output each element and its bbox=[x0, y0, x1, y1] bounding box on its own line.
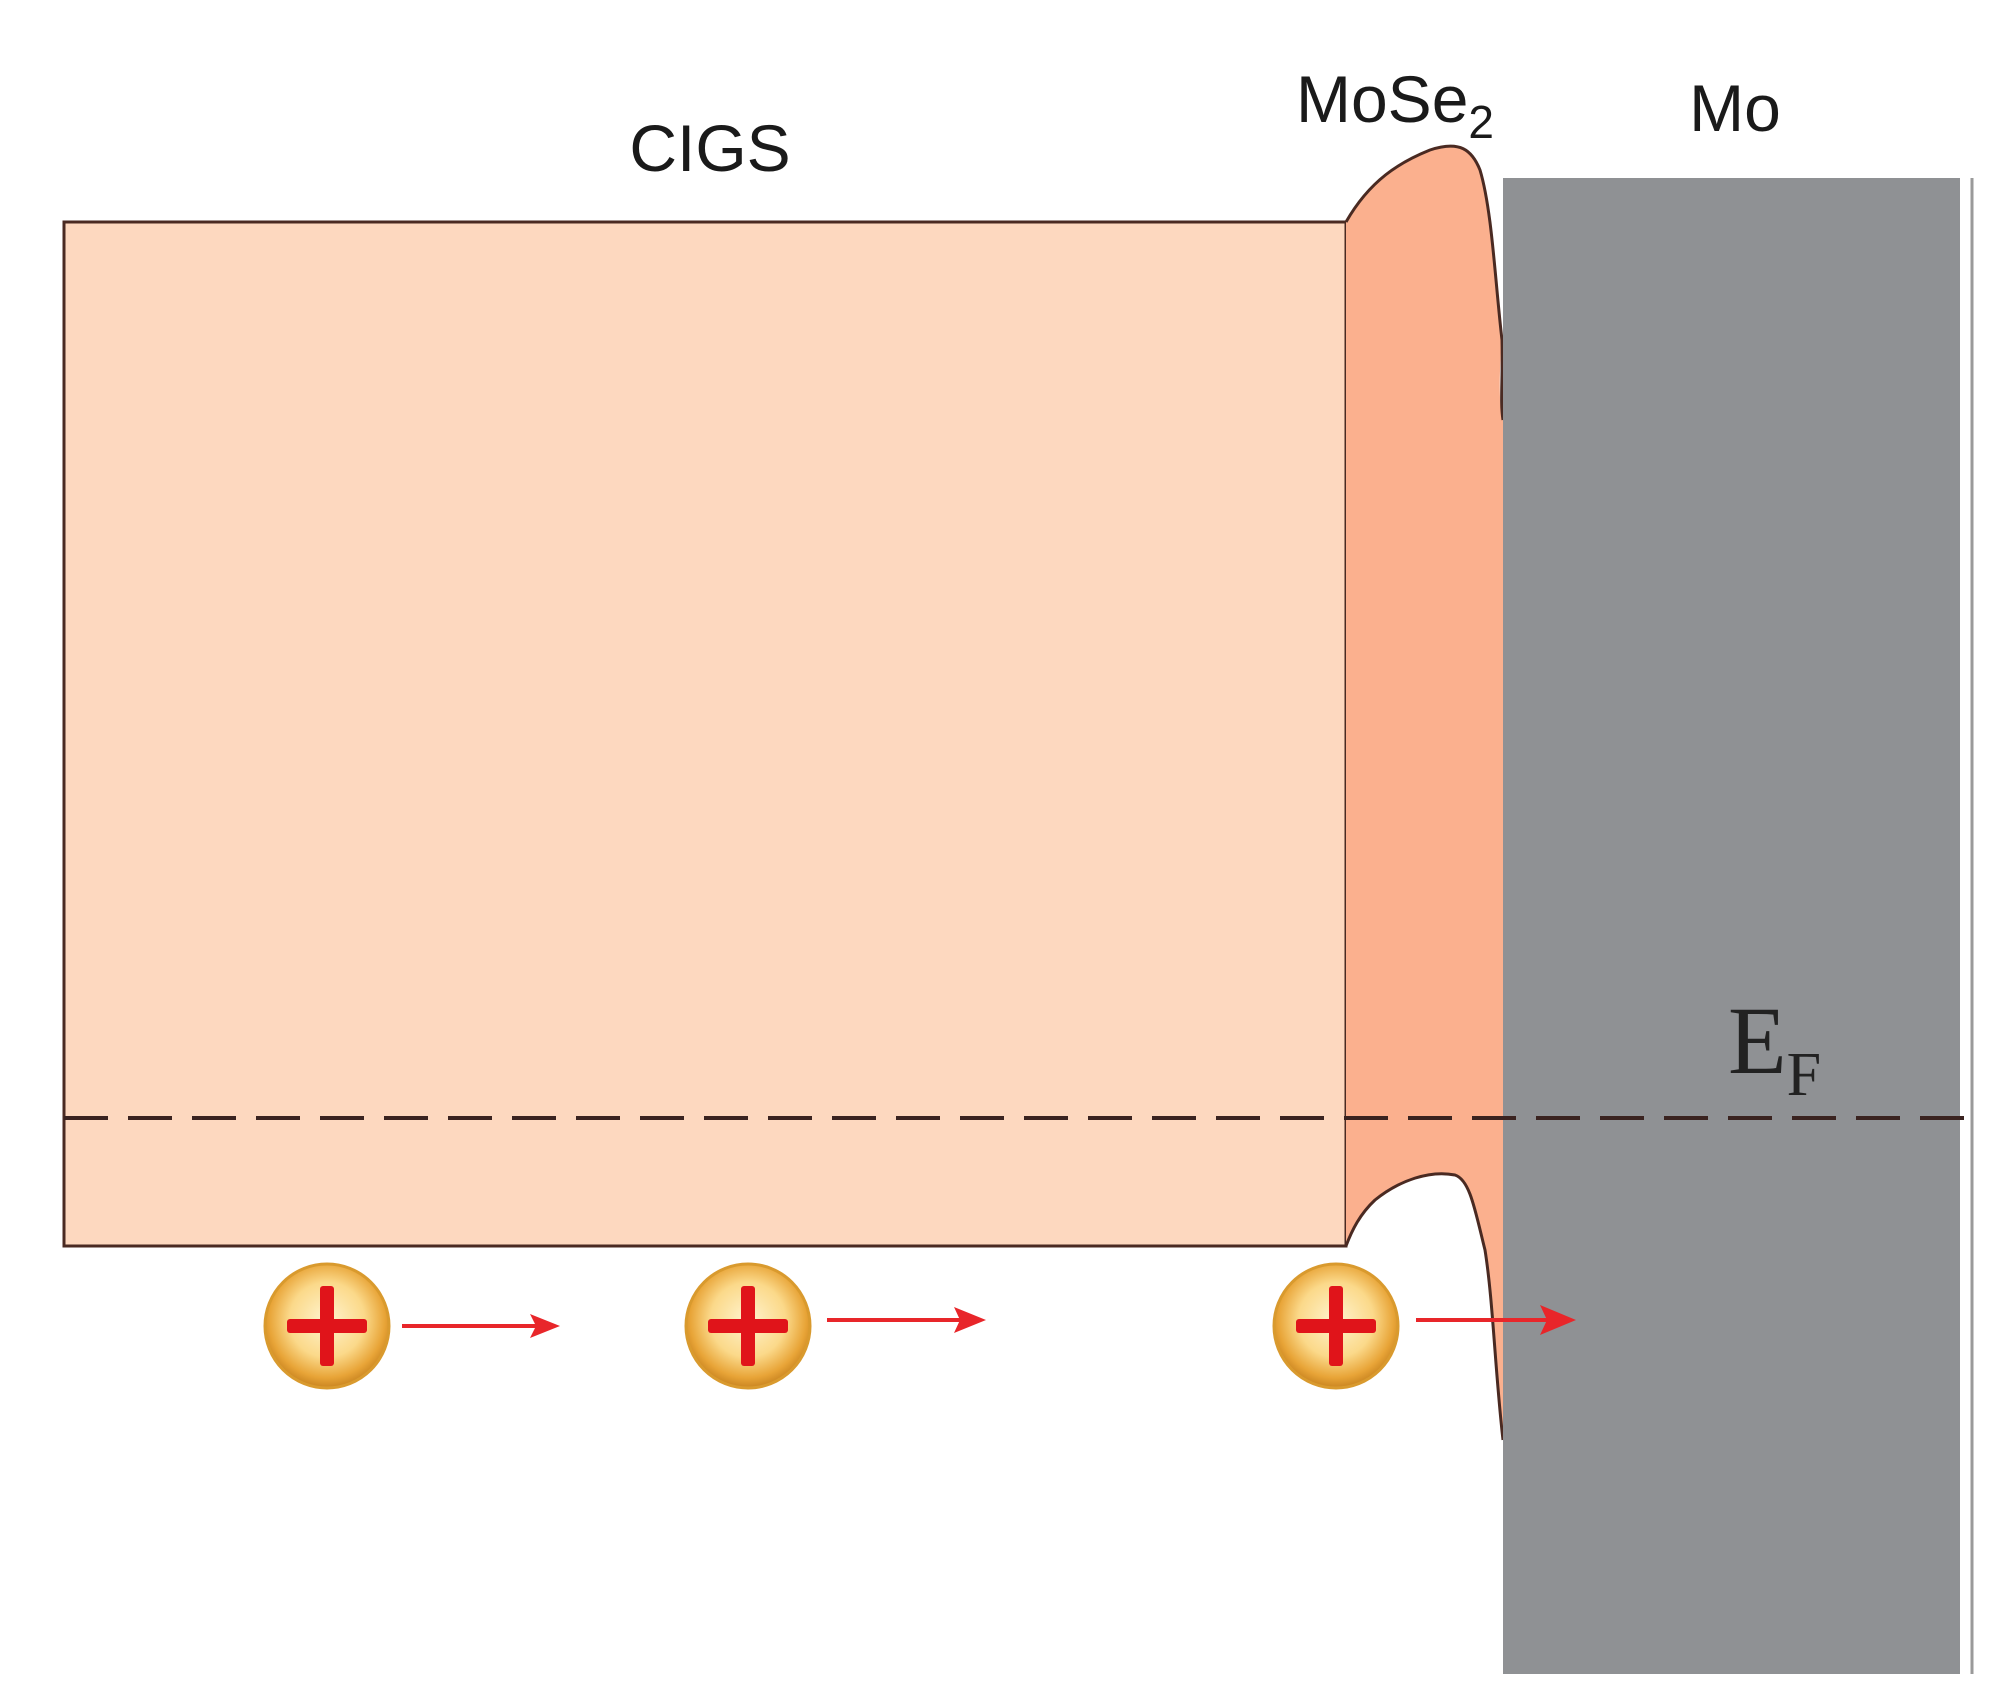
hole-3 bbox=[1272, 1262, 1400, 1390]
mose2-lower-band-curve bbox=[1344, 1172, 1505, 1441]
mo-metal-region bbox=[1503, 178, 1960, 1674]
fermi-level-label-subscript: F bbox=[1787, 1041, 1821, 1109]
mose2-upper-band-curve bbox=[1344, 144, 1505, 421]
hole-1 bbox=[263, 1262, 391, 1390]
mose2-label-subscript: 2 bbox=[1468, 96, 1494, 148]
plus-icon-vertical bbox=[741, 1286, 755, 1366]
mose2-label-main: MoSe bbox=[1296, 62, 1468, 136]
plus-icon-vertical bbox=[320, 1286, 334, 1366]
hole-2 bbox=[684, 1262, 812, 1390]
hole-2-arrow-head bbox=[954, 1307, 986, 1333]
cigs-band-region bbox=[62, 220, 1348, 1248]
hole-3-arrow-head bbox=[1540, 1305, 1576, 1335]
cigs-label: CIGS bbox=[629, 111, 790, 185]
fermi-level-label: EF bbox=[1728, 987, 1821, 1109]
mose2-label: MoSe2 bbox=[1296, 62, 1494, 148]
mose2-band-region bbox=[1346, 146, 1503, 1441]
plus-icon-vertical bbox=[1329, 1286, 1343, 1366]
hole-1-arrow-head bbox=[530, 1314, 560, 1338]
mo-label: Mo bbox=[1689, 71, 1781, 145]
fermi-level-label-main: E bbox=[1728, 987, 1787, 1094]
